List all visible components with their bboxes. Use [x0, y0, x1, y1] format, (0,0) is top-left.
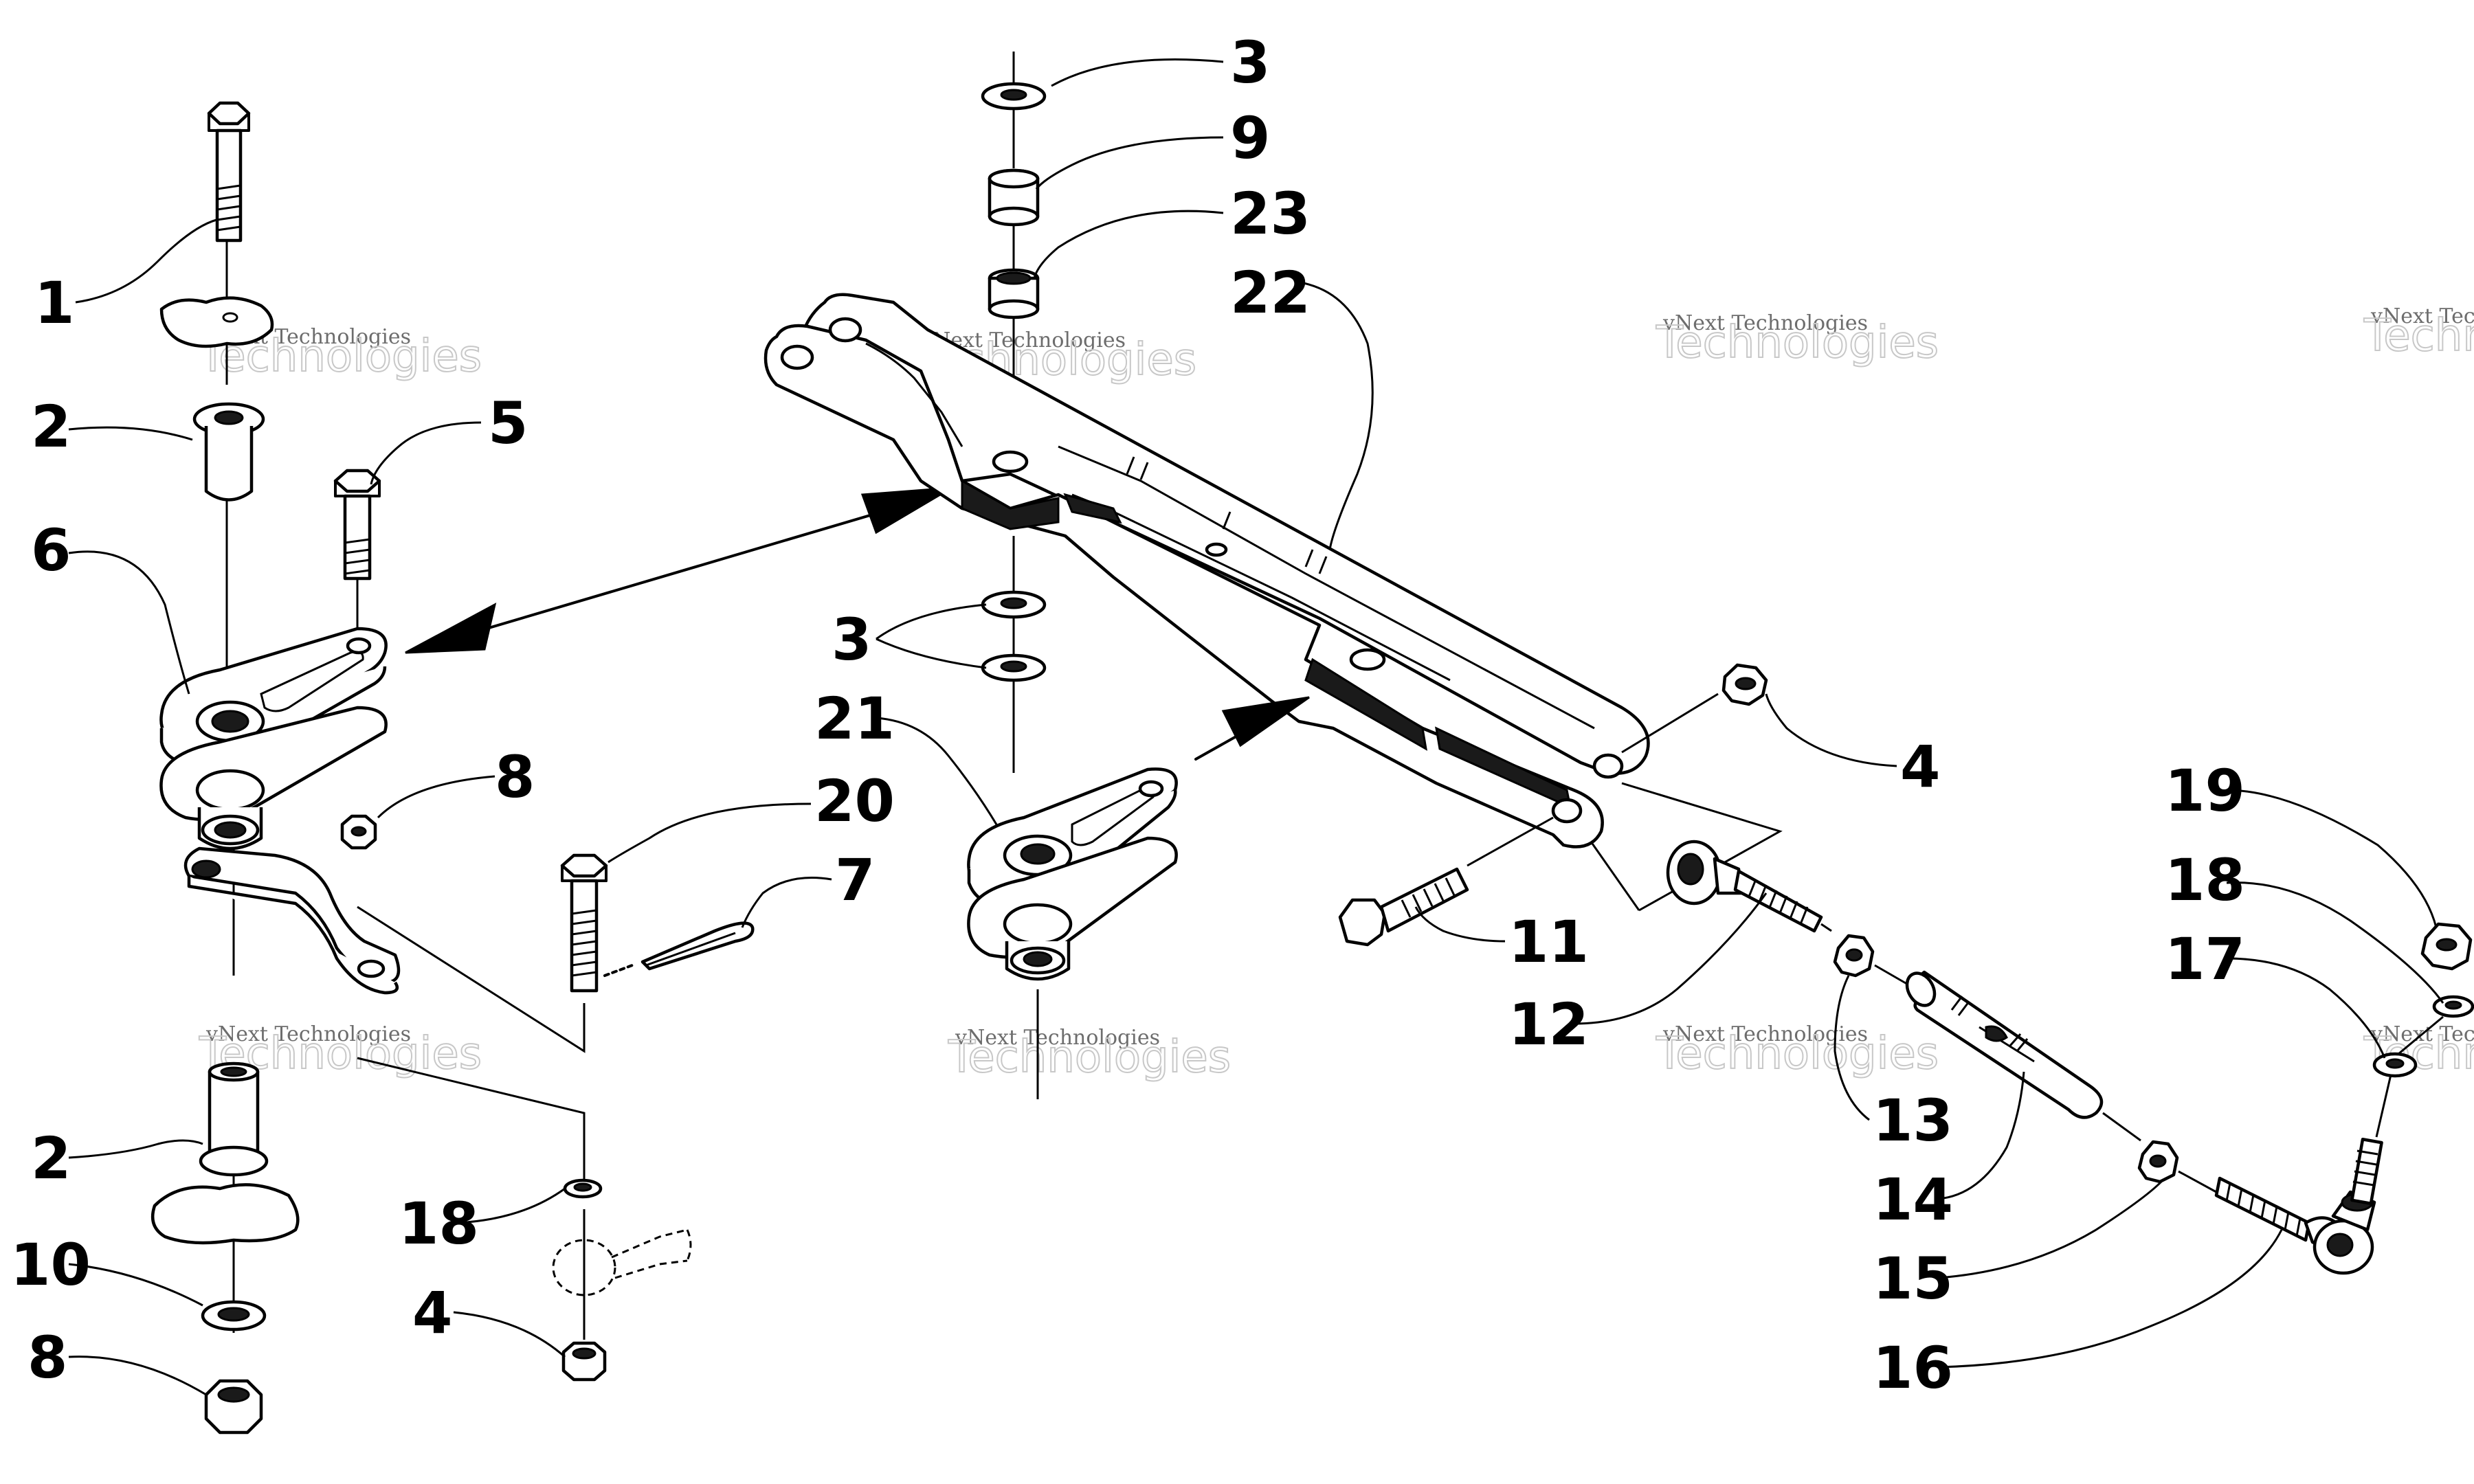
chassis-fragment — [151, 1183, 300, 1245]
watermark-line2: Technologies — [1656, 317, 1939, 368]
leader-bracket — [357, 1057, 586, 1182]
callout-4-right: 4 — [1900, 733, 1940, 800]
jam-nut-part-13 — [1833, 934, 1875, 978]
callout-6: 6 — [31, 517, 71, 584]
callout-2-top: 2 — [31, 393, 71, 460]
nut-part-4-right — [1721, 663, 1768, 706]
callout-20: 20 — [814, 767, 895, 835]
washer-part-3-lower-pair — [981, 536, 1047, 773]
leader-lines — [68, 58, 2444, 1396]
callout-3-top: 3 — [1230, 29, 1270, 96]
spacer-part-9 — [988, 168, 1040, 227]
watermark: vNext Technologies Technologies — [2363, 304, 2474, 362]
cotter-pin-part-7 — [603, 921, 755, 977]
left-pivot-assembly — [151, 101, 755, 1435]
callout-3-middle: 3 — [832, 606, 871, 673]
watermark-line2: Technologies — [2363, 311, 2474, 361]
callout-5: 5 — [488, 390, 528, 457]
ball-joint-dashed — [552, 1228, 692, 1296]
leader-bracket — [1590, 841, 1640, 911]
nut-part-8-upper — [340, 814, 377, 850]
callout-7: 7 — [835, 846, 875, 914]
watermark-group: vNext Technologies Technologies vNext Te… — [198, 304, 2474, 1083]
watermark: vNext Technologies Technologies — [198, 1022, 482, 1080]
callout-18-left: 18 — [399, 1190, 479, 1257]
washer-part-18-right — [2432, 995, 2474, 1018]
washer-part-3-top — [981, 82, 1047, 111]
bolt-part-1 — [207, 101, 251, 243]
watermark-line1: vNext Technologies — [1662, 1022, 1868, 1046]
watermark-line2: Technologies — [948, 1032, 1231, 1083]
jam-nut-part-15 — [2137, 1140, 2179, 1184]
watermark-line1: vNext Technologies — [955, 1026, 1160, 1050]
callout-13: 13 — [1873, 1087, 1953, 1154]
nut-part-4-left — [561, 1341, 607, 1382]
callout-23: 23 — [1230, 180, 1311, 247]
washer-part-17 — [2372, 1052, 2418, 1078]
leader-bracket — [357, 906, 586, 1053]
watermark-line2: Technologies — [1656, 1028, 1939, 1079]
callout-22: 22 — [1230, 259, 1311, 326]
tie-arm-part-22 — [764, 293, 1650, 848]
tie-rod-end-part-16 — [2214, 1138, 2383, 1275]
spacer-part-23 — [988, 268, 1040, 319]
callout-21: 21 — [814, 685, 895, 752]
washer-part-10 — [201, 1300, 267, 1331]
bushing-part-2-top — [192, 402, 265, 502]
washer-part-18-left — [563, 1178, 603, 1199]
callout-2-bottom: 2 — [31, 1125, 71, 1192]
callout-14: 14 — [1873, 1166, 1953, 1233]
watermark-line1: vNext Technologies — [2370, 304, 2474, 328]
bolt-part-11 — [1338, 816, 1554, 947]
bolt-part-20 — [560, 853, 608, 993]
callout-18-right: 18 — [2165, 846, 2245, 914]
bolt-part-5 — [333, 469, 381, 632]
hole — [222, 312, 238, 323]
callout-4-left: 4 — [412, 1279, 452, 1347]
assembly-arrow — [1194, 696, 1310, 761]
callout-17: 17 — [2165, 925, 2245, 993]
callout-8-lower: 8 — [27, 1324, 67, 1391]
callout-labels: 1 2 2 3 3 4 4 5 6 7 8 8 9 10 11 12 13 14… — [10, 29, 2245, 1402]
tie-rod-assembly — [1338, 663, 2474, 1275]
bellcrank-part-6 — [159, 627, 401, 995]
callout-12: 12 — [1508, 991, 1589, 1058]
callout-19: 19 — [2165, 757, 2245, 824]
bushing-part-2-bottom — [199, 1061, 269, 1177]
callout-10: 10 — [10, 1231, 91, 1298]
nut-part-19 — [2420, 922, 2473, 971]
watermark: vNext Technologies Technologies — [1655, 311, 1939, 369]
callout-1: 1 — [34, 269, 74, 337]
watermark: vNext Technologies Technologies — [1655, 1022, 1939, 1080]
callout-11: 11 — [1508, 908, 1589, 976]
watermark-line1: vNext Technologies — [205, 1022, 411, 1046]
watermark: vNext Technologies Technologies — [947, 1026, 1232, 1083]
callout-8-upper: 8 — [495, 743, 535, 811]
callout-16: 16 — [1873, 1334, 1953, 1402]
adjuster-sleeve-part-14 — [1905, 970, 2104, 1119]
chassis-fragment — [159, 296, 274, 348]
tie-rod-end-part-12 — [1666, 840, 1832, 933]
relationship-arrow — [405, 486, 952, 654]
callout-9: 9 — [1230, 104, 1270, 172]
watermark-line1: vNext Technologies — [1662, 311, 1868, 335]
bellcrank-part-21 — [967, 767, 1178, 1099]
callout-15: 15 — [1873, 1245, 1953, 1312]
nut-part-8-lower — [204, 1379, 263, 1435]
